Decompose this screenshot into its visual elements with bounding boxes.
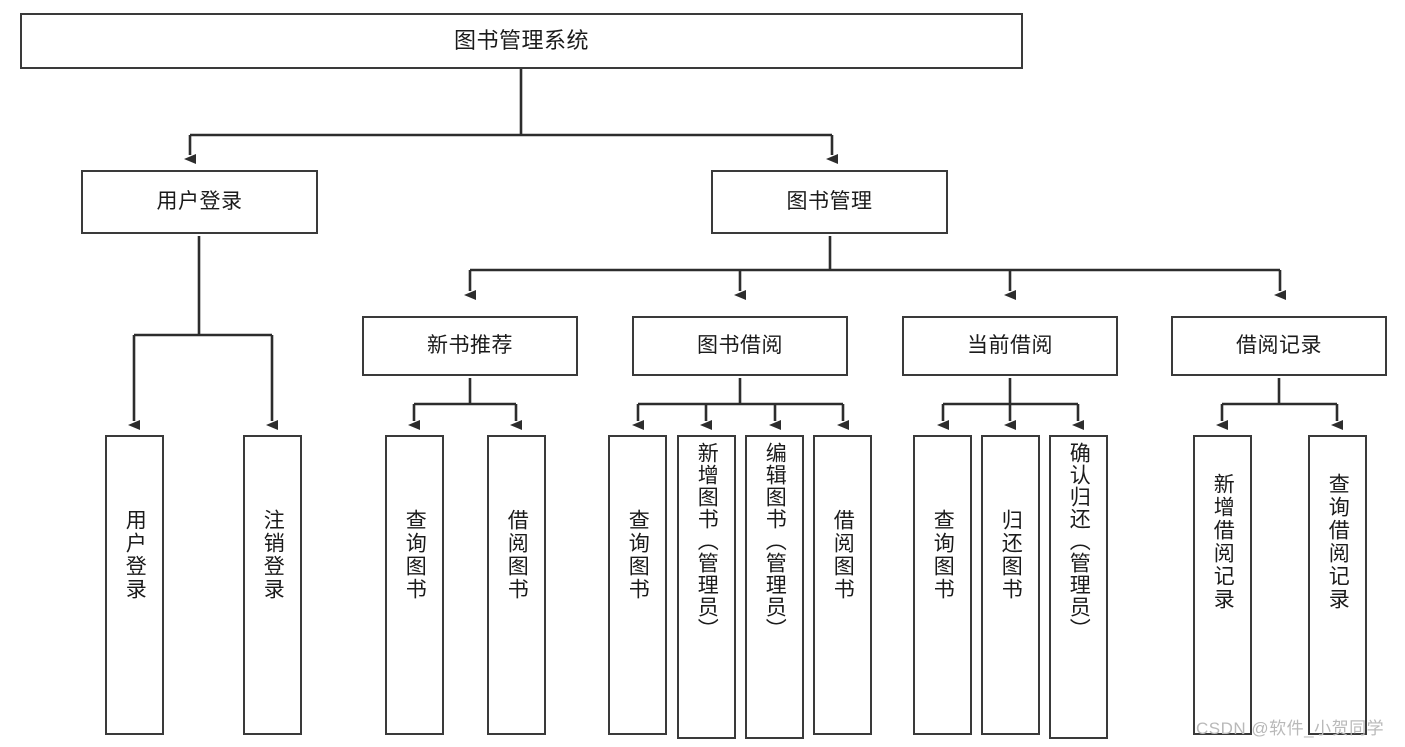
node-new-book-recommend[interactable]: 新书推荐 <box>362 316 578 376</box>
node-label: 查询图书 <box>626 509 650 601</box>
leaf-edit-book-admin[interactable]: 编辑图书（管理员） <box>745 435 804 739</box>
node-label: 借阅图书 <box>831 509 855 601</box>
node-label: 查询图书 <box>403 509 427 601</box>
node-label: 归还图书 <box>999 509 1023 601</box>
node-current-borrow[interactable]: 当前借阅 <box>902 316 1118 376</box>
node-label: 注销登录 <box>261 509 285 601</box>
node-label: 借阅记录 <box>1236 333 1322 357</box>
node-label: 图书管理 <box>786 189 873 213</box>
node-label: 用户登录 <box>123 509 147 601</box>
leaf-add-borrow-record[interactable]: 新增借阅记录 <box>1193 435 1252 735</box>
node-label: 确认归还（管理员） <box>1067 442 1091 640</box>
leaf-borrow-book[interactable]: 借阅图书 <box>813 435 872 735</box>
leaf-logout-login[interactable]: 注销登录 <box>243 435 302 735</box>
node-label: 借阅图书 <box>505 509 529 601</box>
leaf-query-book-current[interactable]: 查询图书 <box>913 435 972 735</box>
leaf-return-book[interactable]: 归还图书 <box>981 435 1040 735</box>
leaf-query-book-recommend[interactable]: 查询图书 <box>385 435 444 735</box>
node-root-book-management-system[interactable]: 图书管理系统 <box>20 13 1023 69</box>
csdn-watermark: CSDN @软件_小贺同学 <box>1196 719 1385 738</box>
node-label: 用户登录 <box>156 189 243 213</box>
leaf-query-borrow-record[interactable]: 查询借阅记录 <box>1308 435 1367 735</box>
node-book-management[interactable]: 图书管理 <box>711 170 948 234</box>
node-label: 新增借阅记录 <box>1211 473 1235 611</box>
node-label: 新书推荐 <box>427 333 513 357</box>
node-label: 图书借阅 <box>697 333 783 357</box>
leaf-add-book-admin[interactable]: 新增图书（管理员） <box>677 435 736 739</box>
node-label: 编辑图书（管理员） <box>763 442 787 640</box>
node-user-login[interactable]: 用户登录 <box>81 170 318 234</box>
node-label: 当前借阅 <box>967 333 1053 357</box>
node-label: 查询图书 <box>931 509 955 601</box>
node-book-borrow[interactable]: 图书借阅 <box>632 316 848 376</box>
leaf-borrow-book-recommend[interactable]: 借阅图书 <box>487 435 546 735</box>
leaf-user-login[interactable]: 用户登录 <box>105 435 164 735</box>
node-label: 查询借阅记录 <box>1326 473 1350 611</box>
node-borrow-record[interactable]: 借阅记录 <box>1171 316 1387 376</box>
leaf-query-book-borrow[interactable]: 查询图书 <box>608 435 667 735</box>
leaf-confirm-return-admin[interactable]: 确认归还（管理员） <box>1049 435 1108 739</box>
node-label: 新增图书（管理员） <box>695 442 719 640</box>
node-label: 图书管理系统 <box>453 28 589 54</box>
